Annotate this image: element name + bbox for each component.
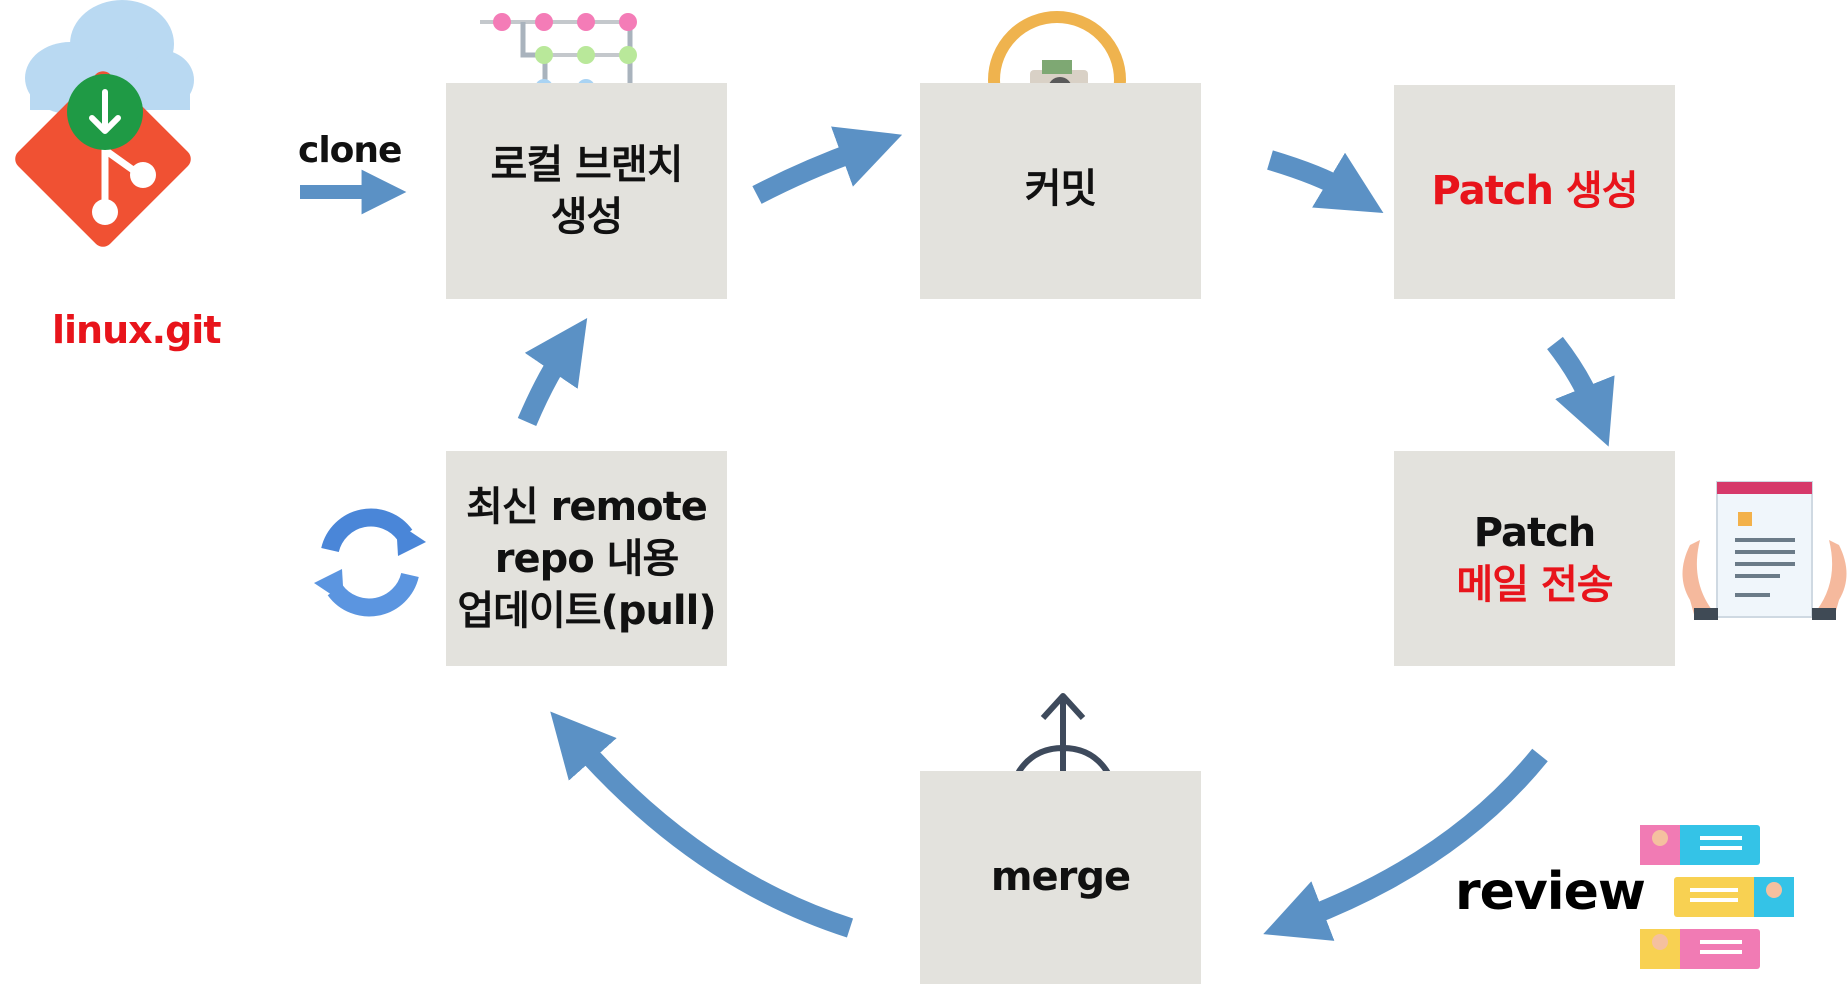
git-cloud-download-icon	[15, 0, 194, 247]
step-create-branch-line2: 생성	[550, 194, 624, 240]
refresh-icon	[314, 508, 426, 617]
step-patch-mail-line1: Patch	[1473, 509, 1597, 556]
step-patch-create-label: Patch 생성	[1431, 168, 1638, 214]
step-merge: merge	[920, 771, 1201, 984]
arrow-mail-to-merge	[1263, 748, 1548, 941]
step-pull: 최신 remote repo 내용 업데이트(pull)	[446, 451, 727, 666]
step-patch-mail: Patch 메일 전송	[1394, 451, 1675, 666]
arrow-branch-to-commit	[752, 126, 903, 204]
clone-label: clone	[298, 130, 402, 171]
step-pull-line2: repo 내용	[494, 535, 679, 582]
review-label: review	[1455, 862, 1646, 922]
step-merge-label: merge	[990, 854, 1131, 900]
step-pull-line1: 최신 remote	[466, 483, 708, 530]
arrow-pull-to-branch	[517, 317, 588, 426]
step-pull-line3: 업데이트(pull)	[457, 587, 716, 634]
source-repo-label: linux.git	[52, 308, 221, 352]
step-commit-label: 커밋	[1024, 166, 1098, 212]
document-hands-icon	[1682, 481, 1847, 620]
step-create-branch-line1: 로컬 브랜치	[490, 142, 684, 188]
step-patch-mail-line2: 메일 전송	[1456, 561, 1613, 608]
arrow-patch-to-mail	[1547, 336, 1615, 447]
arrow-merge-to-pull	[550, 711, 854, 938]
step-patch-create: Patch 생성	[1394, 85, 1675, 299]
arrow-commit-to-patch	[1267, 150, 1384, 214]
step-create-branch: 로컬 브랜치 생성	[446, 83, 727, 299]
review-chat-icon	[1640, 825, 1794, 969]
step-commit: 커밋	[920, 83, 1201, 299]
